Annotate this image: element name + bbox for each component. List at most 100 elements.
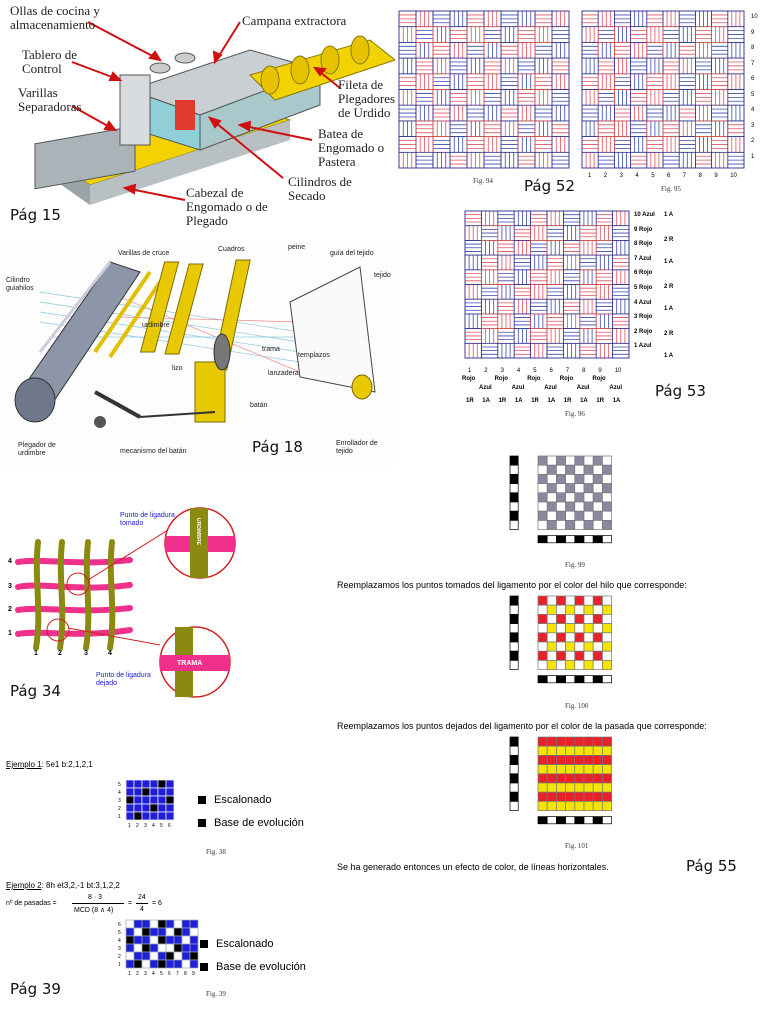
weave-cell: [650, 89, 660, 106]
color-grid-cell: [592, 474, 603, 484]
weft-strip-cell: [592, 535, 603, 544]
color-grid-cell: [592, 520, 603, 530]
fig39-col-label: 7: [176, 971, 179, 977]
weave-cell: [731, 73, 741, 90]
weave-cell: [585, 89, 595, 106]
fig39-col-label: 3: [144, 971, 147, 977]
fig38-col-label: 5: [160, 823, 163, 829]
sizing-machine-drawing: [34, 21, 397, 205]
fig38-cell: [133, 803, 143, 813]
weft-strip-cell: [546, 816, 557, 825]
color-grid-cell: [583, 791, 594, 802]
weft-strip-cell: [565, 816, 576, 825]
axis-label: 10: [730, 173, 737, 179]
label-guia: guía del tejido: [330, 250, 374, 257]
fig38-col-label: 4: [152, 823, 155, 829]
color-grid-cell: [583, 755, 594, 765]
weave-cell: [521, 73, 532, 90]
color-grid-cell: [574, 614, 585, 624]
weave-cell: [727, 93, 744, 102]
warp-strip-cell: [509, 483, 519, 494]
weave-cell: [550, 328, 560, 344]
weave-cell: [711, 45, 728, 55]
label-ollas: Ollas de cocina y almacenamiento: [10, 3, 100, 32]
weave-cell: [567, 255, 577, 270]
label-trama-zoom: TRAMA: [177, 660, 203, 667]
weave-cell: [465, 243, 482, 252]
example1-label: Ejemplo 1: [6, 760, 42, 769]
color-grid-cell: [583, 464, 594, 475]
color-grid-cell: [592, 764, 603, 775]
page-number-18: Pág 18: [252, 438, 303, 456]
weave-cell: [582, 14, 599, 24]
weave-cell: [453, 42, 464, 59]
fig39-col-label: 8: [184, 971, 187, 977]
fig38-cell: [157, 795, 167, 805]
weave-cell: [481, 346, 498, 355]
fig38-cell: [125, 787, 135, 797]
color-grid-cell: [574, 520, 585, 530]
axis-label: Azul: [609, 385, 623, 391]
weave-cell: [583, 269, 593, 285]
axis-label: 1 A: [664, 259, 674, 265]
fig39-cell: [149, 919, 159, 929]
weave-cell: [646, 140, 663, 149]
weave-cell: [711, 108, 728, 118]
weave-cell: [598, 93, 615, 102]
color-grid-cell: [546, 650, 557, 661]
fig39-cell: [181, 943, 191, 953]
fig38-cell: [149, 811, 159, 821]
warp-strip-cell: [509, 641, 519, 652]
weave-cell: [436, 89, 447, 106]
color-grid-cell: [602, 641, 612, 652]
warp-strip-cell: [509, 660, 519, 670]
weave-cell: [552, 155, 569, 165]
weave-cell: [419, 73, 430, 90]
color-grid-cell: [602, 614, 612, 624]
warp-strip-cell: [509, 782, 519, 793]
label-plegador: Plegador de urdimbre: [18, 442, 56, 457]
weave-cell: [547, 287, 564, 296]
color-grid-cell: [574, 755, 585, 765]
weave-cell: [481, 287, 498, 296]
legend-escalonado-text: Escalonado: [214, 794, 272, 806]
color-grid-cell: [592, 492, 603, 503]
weave-cell: [567, 225, 577, 241]
fig39-col-label: 9: [192, 971, 195, 977]
weave-cell: [450, 30, 467, 39]
weave-cell: [699, 105, 708, 121]
warp-strip-cell: [509, 474, 519, 484]
warp-strip-cell: [509, 501, 519, 512]
axis-label: 10: [614, 368, 622, 374]
weave-cell: [530, 214, 547, 223]
weft-strip-cell: [574, 535, 585, 544]
color-grid-cell: [583, 801, 594, 811]
weave-cell: [487, 73, 498, 90]
caption-fig95: Fig. 95: [661, 185, 681, 193]
weave-cell: [596, 331, 613, 341]
weave-cell: [579, 228, 597, 238]
color-grid-cell: [583, 736, 594, 747]
weave-cell: [468, 284, 478, 300]
fig39-row-label: 6: [118, 922, 121, 928]
color-grid-cell: [565, 474, 576, 484]
weave-cell: [436, 26, 447, 43]
color-grid-cell: [556, 623, 566, 634]
weave-cell: [399, 77, 416, 86]
weave-cell: [399, 108, 416, 118]
fig38-row-label: 3: [118, 798, 121, 804]
color-grid-cell: [546, 736, 557, 747]
color-grid-cell: [537, 623, 548, 634]
color-grid-cell: [546, 791, 557, 802]
weave-cell: [534, 343, 544, 358]
color-grid-cell: [574, 501, 585, 512]
weave-cell: [535, 14, 552, 24]
legend-escalonado-text: Escalonado: [216, 938, 274, 950]
weave-cell: [552, 93, 569, 102]
fig39-col-label: 2: [136, 971, 139, 977]
fig38-cell: [165, 779, 175, 789]
weave-cell: [663, 61, 680, 71]
weave-cell: [727, 30, 744, 39]
color-grid-cell: [537, 492, 548, 503]
weave-cell: [582, 77, 599, 86]
